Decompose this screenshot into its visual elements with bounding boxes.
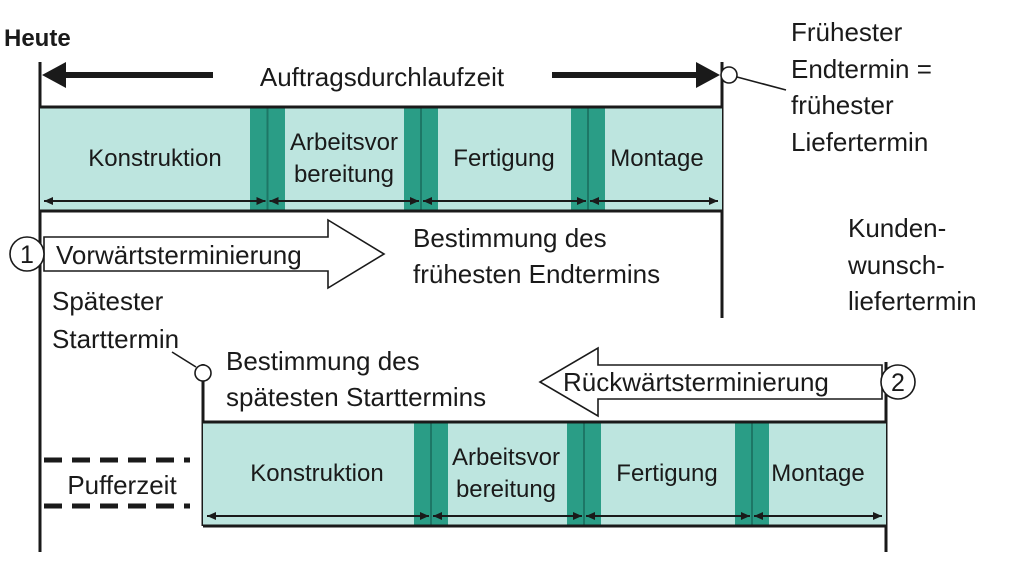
latest-start-note: Spätester Starttermin [52,286,179,354]
lead-time-label: Auftragsdurchlaufzeit [260,62,505,92]
svg-text:Spätester: Spätester [52,286,164,316]
svg-text:Bestimmung des: Bestimmung des [413,223,607,253]
phase-label-2-line-1: Arbeitsvor [290,129,398,156]
phase-bar-background [203,422,886,526]
svg-text:Kunden-: Kunden- [848,213,946,243]
earliest-end-milestone [720,66,738,84]
latest-start-leader [171,351,197,368]
phase-label-2-line-2: bereitung [294,161,394,188]
svg-text:Starttermin: Starttermin [52,324,179,354]
phase-label-4: Montage [610,145,703,172]
phase-label-4: Montage [771,460,864,487]
phase-bar-background [40,107,722,211]
today-label: Heute [4,25,71,52]
backward-step-number: 2 [891,369,905,397]
phase-label-1: Konstruktion [88,145,221,172]
buffer-zone [44,457,190,509]
svg-text:frühesten Endtermins: frühesten Endtermins [413,259,660,289]
phase-label-3: Fertigung [453,145,554,172]
svg-text:Frühester: Frühester [791,17,903,47]
svg-text:wunsch-: wunsch- [847,250,945,280]
svg-text:frühester: frühester [791,90,894,120]
backward-purpose: Bestimmung des spätesten Starttermins [226,346,486,412]
forward-scheduling-arrow [43,218,386,290]
backward-scheduling-arrow [538,346,883,418]
backward-label: Rückwärtsterminierung [563,367,829,397]
svg-text:Liefertermin: Liefertermin [791,127,928,157]
lead-time-arrow [42,62,720,88]
customer-date-note: Kunden- wunsch- liefertermin [847,213,977,316]
phase-label-3: Fertigung [616,460,717,487]
backward-step-circle [880,364,916,400]
forward-label: Vorwärtsterminierung [56,240,302,270]
forward-step-circle [9,236,45,272]
svg-text:liefertermin: liefertermin [848,286,977,316]
forward-phase-bar: Konstruktion Arbeitsvor bereitung Fertigung… [40,105,722,213]
earliest-end-leader [736,76,787,91]
phase-label-2-line-2: bereitung [456,476,556,503]
forward-purpose: Bestimmung des frühesten Endtermins [413,223,660,289]
forward-step-number: 1 [20,241,34,269]
svg-text:spätesten Starttermins: spätesten Starttermins [226,382,486,412]
earliest-end-note: Frühester Endtermin = frühester Lieferte… [791,17,932,157]
svg-text:Bestimmung des: Bestimmung des [226,346,420,376]
backward-phase-bar: Konstruktion Arbeitsvor bereitung Fertigung… [203,420,886,528]
latest-start-milestone [194,364,212,382]
buffer-label: Pufferzeit [67,470,177,500]
svg-text:Endtermin =: Endtermin = [791,54,932,84]
phase-label-2-line-1: Arbeitsvor [452,444,560,471]
phase-label-1: Konstruktion [250,460,383,487]
